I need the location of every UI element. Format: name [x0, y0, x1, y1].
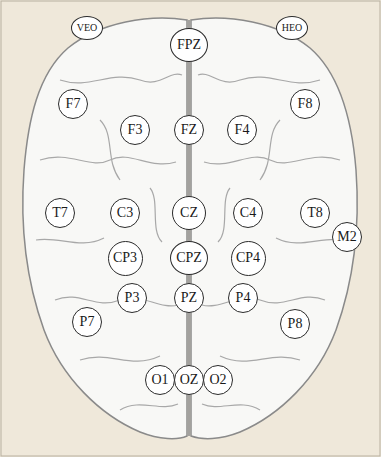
electrode-label: HEO — [282, 23, 303, 33]
gyri — [36, 74, 344, 410]
electrode-circle: F8 — [290, 89, 320, 119]
electrode-label: T7 — [52, 206, 68, 220]
electrode-circle: CPZ — [170, 241, 208, 275]
electrode-circle: F4 — [227, 115, 257, 145]
electrode-label: F8 — [298, 97, 313, 111]
electrode-circle: T7 — [45, 198, 75, 228]
left-hemisphere — [23, 18, 187, 439]
electrode-circle: C4 — [233, 198, 263, 228]
electrode-label: F3 — [128, 123, 143, 137]
electrode-label: O2 — [209, 373, 226, 387]
electrode-circle: O2 — [203, 365, 233, 395]
electrode-label: M2 — [337, 230, 356, 244]
electrode-label: P4 — [236, 291, 251, 305]
electrode-label: OZ — [180, 373, 199, 387]
electrode-circle: P8 — [280, 309, 310, 339]
electrode-label: PZ — [181, 291, 197, 305]
electrode-circle: FZ — [174, 115, 204, 145]
electrode-circle: P7 — [72, 307, 102, 337]
electrode-circle: CP3 — [108, 241, 143, 276]
electrode-label: FZ — [181, 123, 197, 137]
electrode-circle: PZ — [174, 283, 204, 313]
electrode-label: VEO — [77, 23, 98, 33]
electrode-circle: P4 — [228, 283, 258, 313]
electrode-label: CP3 — [113, 251, 137, 265]
electrode-circle: CZ — [172, 196, 206, 230]
electrode-label: F7 — [66, 97, 81, 111]
electrode-circle: O1 — [145, 365, 175, 395]
electrode-circle: P3 — [117, 283, 147, 313]
electrode-circle: F3 — [120, 115, 150, 145]
electrode-circle: VEO — [71, 16, 103, 40]
electrode-circle: M2 — [332, 222, 362, 252]
electrode-circle: OZ — [174, 365, 204, 395]
electrode-circle: C3 — [110, 198, 140, 228]
electrode-label: CZ — [180, 206, 198, 220]
electrode-label: CP4 — [236, 251, 260, 265]
electrode-circle: FPZ — [170, 28, 208, 62]
electrode-label: CPZ — [176, 251, 202, 265]
electrode-circle: HEO — [276, 16, 308, 40]
electrode-label: P3 — [125, 291, 140, 305]
electrode-circle: CP4 — [231, 241, 266, 276]
electrode-label: C4 — [240, 206, 256, 220]
electrode-circle: T8 — [300, 198, 330, 228]
electrode-label: P7 — [80, 315, 95, 329]
electrode-label: F4 — [235, 123, 250, 137]
electrode-circle: F7 — [58, 89, 88, 119]
electrode-label: T8 — [307, 206, 323, 220]
right-hemisphere — [191, 18, 357, 439]
electrode-label: O1 — [151, 373, 168, 387]
electrode-label: FPZ — [177, 38, 201, 52]
electrode-label: P8 — [288, 317, 303, 331]
electrode-label: C3 — [117, 206, 133, 220]
